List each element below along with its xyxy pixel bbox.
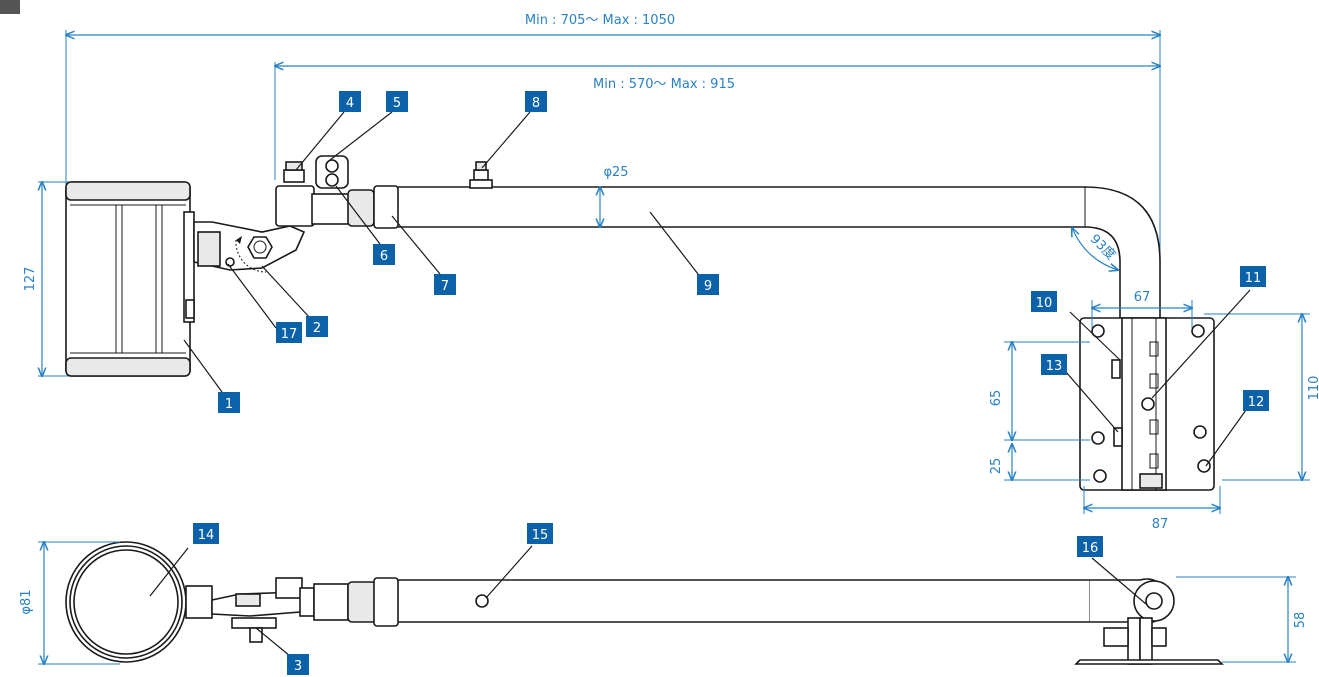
swivel-bracket xyxy=(193,221,306,273)
bracket-width-label: 87 xyxy=(1152,517,1169,532)
head-height-dimension: 127 xyxy=(23,182,70,376)
arm-length-dimension: Min : 570～ Max : 915 xyxy=(275,62,1160,180)
svg-text:3: 3 xyxy=(294,659,302,674)
svg-text:6: 6 xyxy=(380,249,388,264)
overall-length-label: Min : 705～ Max : 1050 xyxy=(525,13,675,28)
svg-text:14: 14 xyxy=(198,528,215,543)
part-badges: 1 2 3 4 5 6 7 8 9 10 11 12 13 14 15 16 1… xyxy=(193,91,1269,675)
svg-text:2: 2 xyxy=(313,321,321,336)
bracket-hole-width-label: 67 xyxy=(1134,290,1151,305)
head-diameter-dimension: φ81 xyxy=(19,542,120,664)
bend-angle-label: 93度 xyxy=(1087,231,1119,263)
pipe-diameter-dimension: φ25 xyxy=(600,165,629,227)
corner-mark xyxy=(0,0,20,14)
bracket-height-label: 110 xyxy=(1307,376,1319,401)
bracket-pitch-label: 65 xyxy=(989,390,1004,407)
badge-6: 6 xyxy=(373,244,395,265)
arm-length-label: Min : 570～ Max : 915 xyxy=(593,77,735,92)
badge-17: 17 xyxy=(276,322,302,343)
overall-length-dimension: Min : 705～ Max : 1050 xyxy=(66,13,1160,262)
bottom-height-dimension: 58 xyxy=(1176,577,1308,662)
badge-13: 13 xyxy=(1041,354,1067,375)
head-height-label: 127 xyxy=(23,267,38,292)
badge-8: 8 xyxy=(525,91,547,112)
badge-14: 14 xyxy=(193,523,219,544)
badge-4: 4 xyxy=(339,91,361,112)
svg-text:13: 13 xyxy=(1046,359,1063,374)
bracket-hole-width-dimension: 67 xyxy=(1092,290,1192,328)
svg-text:15: 15 xyxy=(532,528,549,543)
badge-10: 10 xyxy=(1031,291,1057,312)
badge-9: 9 xyxy=(697,274,719,295)
badge-16: 16 xyxy=(1077,536,1103,557)
badge-2: 2 xyxy=(306,316,328,337)
svg-text:10: 10 xyxy=(1036,296,1053,311)
mounting-plate xyxy=(1079,317,1215,491)
bracket-height-dimension: 110 xyxy=(1204,314,1319,480)
svg-text:5: 5 xyxy=(393,96,401,111)
badge-1: 1 xyxy=(218,392,240,413)
svg-text:9: 9 xyxy=(704,279,712,294)
badge-7: 7 xyxy=(434,274,456,295)
badge-5: 5 xyxy=(386,91,408,112)
svg-text:17: 17 xyxy=(281,327,298,342)
svg-text:1: 1 xyxy=(225,397,233,412)
head-diameter-label: φ81 xyxy=(19,589,34,614)
badge-15: 15 xyxy=(527,523,553,544)
svg-text:12: 12 xyxy=(1248,395,1265,410)
bottom-height-label: 58 xyxy=(1293,612,1308,629)
svg-text:8: 8 xyxy=(532,96,540,111)
badge-11: 11 xyxy=(1240,266,1266,287)
badge-3: 3 xyxy=(287,654,309,675)
bracket-offset-label: 25 xyxy=(989,458,1004,475)
svg-text:16: 16 xyxy=(1082,541,1099,556)
bracket-pitch-dimension: 65 25 xyxy=(989,342,1090,480)
bend-angle-dimension: 93度 xyxy=(1072,228,1119,270)
badge-12: 12 xyxy=(1243,390,1269,411)
bottom-view xyxy=(65,541,1224,665)
bracket-width-dimension: 87 xyxy=(1084,486,1220,532)
lamp-head xyxy=(65,181,195,377)
clamp-assembly xyxy=(275,155,399,229)
svg-text:11: 11 xyxy=(1245,271,1262,286)
svg-text:7: 7 xyxy=(441,279,449,294)
leader-lines xyxy=(149,111,1251,657)
pipe-diameter-label: φ25 xyxy=(603,165,628,180)
svg-text:4: 4 xyxy=(346,96,354,111)
